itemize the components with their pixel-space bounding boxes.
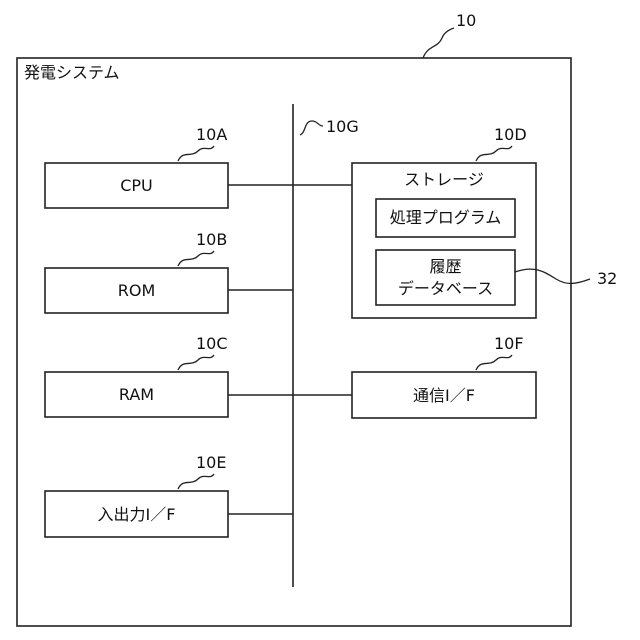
storage-ref: 10D — [494, 125, 527, 144]
cpu-ref: 10A — [196, 125, 227, 144]
history-db-label-line1: 履歴 — [429, 257, 461, 276]
system-ref-leader — [423, 28, 454, 58]
system-ref: 10 — [456, 11, 476, 30]
ram-ref: 10C — [196, 334, 228, 353]
system-title: 発電システム — [24, 63, 120, 82]
cpu-label: CPU — [120, 176, 153, 195]
system-frame — [17, 58, 571, 626]
rom-ref: 10B — [196, 230, 227, 249]
io-label: 入出力I／F — [98, 505, 176, 524]
comm-ref: 10F — [494, 334, 524, 353]
bus-ref: 10G — [326, 117, 359, 136]
comm-label: 通信I／F — [413, 386, 475, 405]
rom-label: ROM — [118, 281, 156, 300]
program-label: 処理プログラム — [390, 208, 502, 227]
history-db-label-line2: データベース — [398, 279, 493, 298]
storage-label: ストレージ — [404, 170, 484, 189]
ram-label: RAM — [119, 385, 154, 404]
history-db-ref: 32 — [597, 269, 617, 288]
io-ref: 10E — [196, 453, 226, 472]
